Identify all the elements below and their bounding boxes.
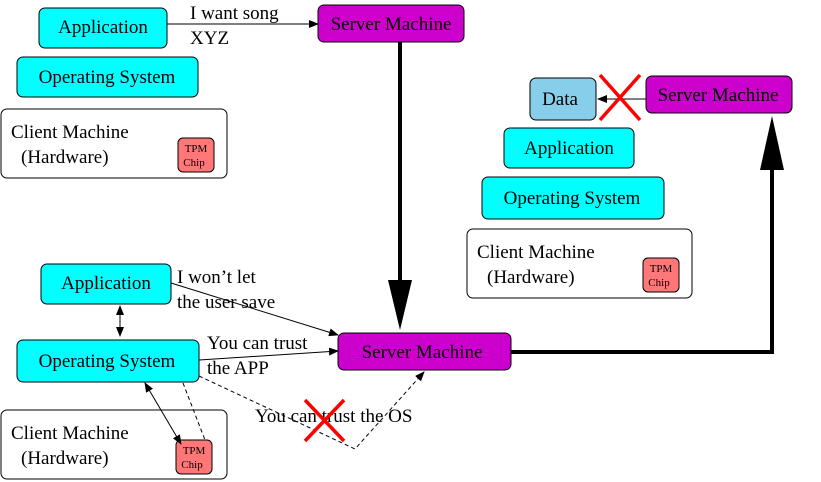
- right-client-box: [466, 228, 693, 299]
- right-cluster: Data Server Machine Application Operatin…: [466, 73, 793, 299]
- thick-arrow-up-head: [760, 116, 784, 170]
- bottom-left-os-label: Operating System: [39, 351, 176, 372]
- top-left-application-box: [38, 7, 168, 49]
- trust-app-label-1: You can trust: [207, 333, 308, 354]
- top-left-client-box: [0, 108, 228, 179]
- right-tpm-chip: [642, 257, 680, 293]
- os-tpm-double-arrow: [144, 382, 182, 445]
- thick-arrow-up: [511, 168, 774, 354]
- right-tpm-label-1: TPM: [650, 263, 673, 275]
- bottom-left-os-box: [16, 339, 200, 383]
- request-label-1: I want song: [190, 3, 279, 24]
- trust-os-cross-icon: [303, 398, 346, 443]
- top-left-client-label-1: Client Machine: [11, 122, 129, 143]
- right-os-label: Operating System: [504, 188, 641, 209]
- right-server-label: Server Machine: [658, 85, 779, 106]
- save-label-1: I won’t let: [177, 267, 257, 288]
- right-application-box: [503, 127, 635, 169]
- bottom-left-tpm-label-1: TPM: [183, 445, 206, 457]
- thick-arrow-down-head: [388, 280, 412, 330]
- request-label-2: XYZ: [190, 28, 229, 49]
- right-tpm-label-2: Chip: [648, 277, 670, 289]
- trust-os-label: You can trust the OS: [255, 406, 412, 427]
- right-data-box: [529, 77, 597, 121]
- bottom-left-client-label-2: (Hardware): [21, 448, 109, 469]
- top-left-os-box: [16, 56, 199, 98]
- bottom-left-cluster: Application Operating System Client Mach…: [0, 263, 425, 480]
- app-server-arrow: [170, 282, 339, 337]
- right-os-box: [481, 176, 665, 220]
- right-data-label: Data: [542, 89, 578, 110]
- os-tpm-dashed-line: [182, 382, 206, 441]
- top-server-box: [317, 4, 465, 43]
- bottom-left-tpm-chip: [175, 439, 213, 475]
- right-cross-icon: [598, 73, 642, 122]
- bottom-left-application-label: Application: [61, 273, 151, 294]
- bottom-left-client-label-1: Client Machine: [11, 423, 129, 444]
- top-left-client-label-2: (Hardware): [21, 147, 109, 168]
- bottom-left-tpm-label-2: Chip: [181, 459, 203, 471]
- top-left-tpm-label-2: Chip: [183, 157, 205, 169]
- right-client-label-1: Client Machine: [477, 242, 595, 263]
- center-server-label: Server Machine: [362, 342, 483, 363]
- top-server-label: Server Machine: [331, 14, 452, 35]
- trust-app-label-2: the APP: [207, 358, 269, 379]
- bottom-left-application-box: [40, 263, 172, 305]
- right-server-box: [645, 75, 793, 114]
- save-label-2: the user save: [177, 292, 275, 313]
- center-server-box: [337, 332, 512, 371]
- top-left-application-label: Application: [58, 17, 148, 38]
- trust-os-dashed-arrow: [198, 371, 425, 450]
- top-left-tpm-label-1: TPM: [185, 143, 208, 155]
- top-left-cluster: Application Operating System Client Mach…: [0, 3, 465, 179]
- top-left-tpm-chip: [177, 137, 215, 173]
- top-left-os-label: Operating System: [39, 67, 176, 88]
- right-application-label: Application: [524, 138, 614, 159]
- right-client-label-2: (Hardware): [487, 267, 575, 288]
- os-server-arrow: [198, 347, 339, 361]
